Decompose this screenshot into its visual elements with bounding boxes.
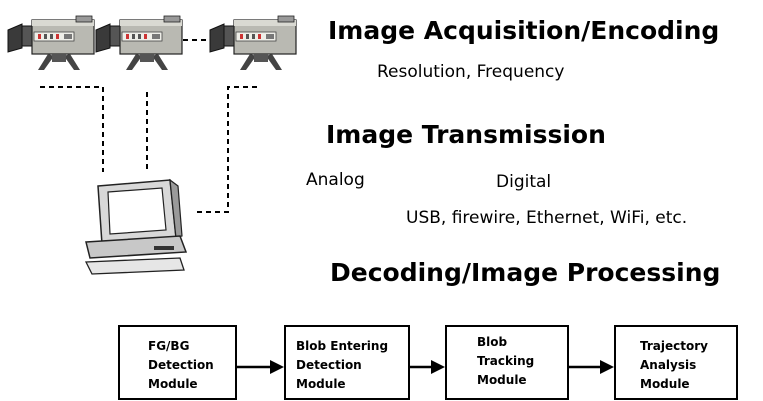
pipeline-module-blob-tracking: Blob Tracking Module <box>445 325 569 400</box>
pipeline-arrow <box>410 360 445 374</box>
processing-heading: Decoding/Image Processing <box>330 258 721 287</box>
module-label: Blob Entering Detection Module <box>296 339 389 391</box>
acquisition-detail: Resolution, Frequency <box>377 62 565 82</box>
connection-dashed <box>196 86 257 213</box>
transmission-heading: Image Transmission <box>326 120 606 149</box>
pipeline-arrow <box>569 360 614 374</box>
computer-icon <box>84 178 188 275</box>
digital-detail: USB, firewire, Ethernet, WiFi, etc. <box>406 208 688 228</box>
camera-icon <box>7 15 95 71</box>
pipeline-arrow <box>237 360 284 374</box>
acquisition-heading: Image Acquisition/Encoding <box>328 16 720 45</box>
module-label: Blob Tracking Module <box>477 335 535 387</box>
pipeline-module-blob-entering: Blob Entering Detection Module <box>284 325 410 400</box>
module-label: FG/BG Detection Module <box>148 339 214 391</box>
camera-icon <box>95 15 183 71</box>
pipeline-module-trajectory: Trajectory Analysis Module <box>614 325 738 400</box>
module-label: Trajectory Analysis Module <box>640 339 708 391</box>
pipeline-module-fgbg: FG/BG Detection Module <box>118 325 237 400</box>
camera-icon <box>209 15 297 71</box>
connection-dashed <box>40 86 104 172</box>
analog-label: Analog <box>306 170 365 190</box>
digital-label: Digital <box>496 172 552 192</box>
